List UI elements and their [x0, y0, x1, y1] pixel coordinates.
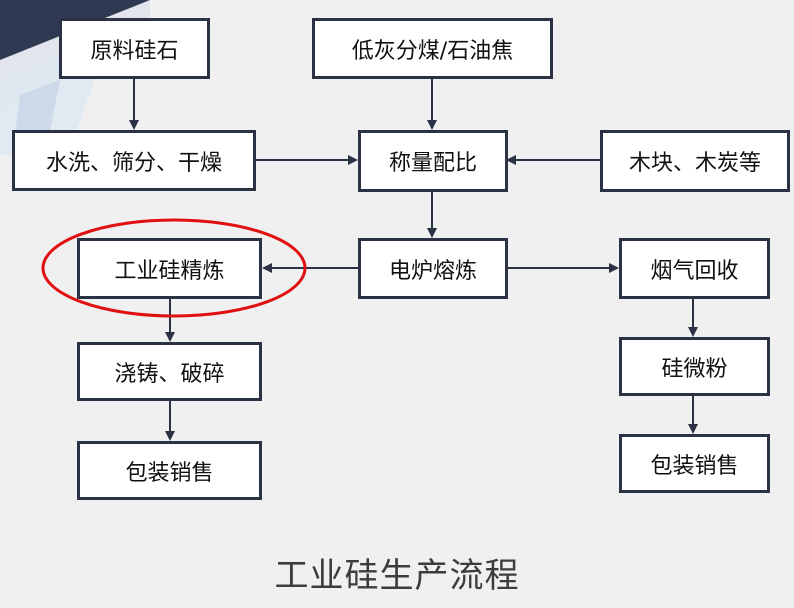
node-wood: 木块、木炭等 [600, 130, 790, 192]
node-packaging-left: 包装销售 [77, 441, 262, 500]
node-label: 硅微粉 [661, 356, 728, 382]
diagram-caption: 工业硅生产流程 [274, 556, 520, 596]
node-label: 原料硅石 [90, 38, 179, 64]
node-packaging-right: 包装销售 [619, 434, 770, 493]
node-label: 工业硅精炼 [114, 258, 225, 284]
node-label: 电炉熔炼 [388, 258, 477, 284]
node-label: 烟气回收 [650, 258, 739, 284]
node-flue-gas-recovery: 烟气回收 [619, 238, 770, 299]
node-label: 水洗、筛分、干燥 [45, 150, 222, 176]
node-casting-crushing: 浇铸、破碎 [77, 342, 262, 401]
node-label: 包装销售 [650, 453, 739, 479]
node-low-ash-coal: 低灰分煤/石油焦 [312, 18, 553, 79]
node-silica-fume: 硅微粉 [619, 337, 770, 396]
node-refining: 工业硅精炼 [77, 238, 262, 299]
node-label: 低灰分煤/石油焦 [351, 38, 514, 64]
node-weigh-batch: 称量配比 [358, 130, 508, 192]
node-raw-silica: 原料硅石 [59, 18, 210, 79]
node-label: 称量配比 [388, 151, 477, 176]
node-label: 浇铸、破碎 [114, 361, 225, 387]
node-wash-screen-dry: 水洗、筛分、干燥 [12, 130, 256, 191]
node-label: 包装销售 [125, 460, 214, 486]
node-label: 木块、木炭等 [628, 151, 761, 176]
node-furnace-smelting: 电炉熔炼 [358, 238, 508, 299]
